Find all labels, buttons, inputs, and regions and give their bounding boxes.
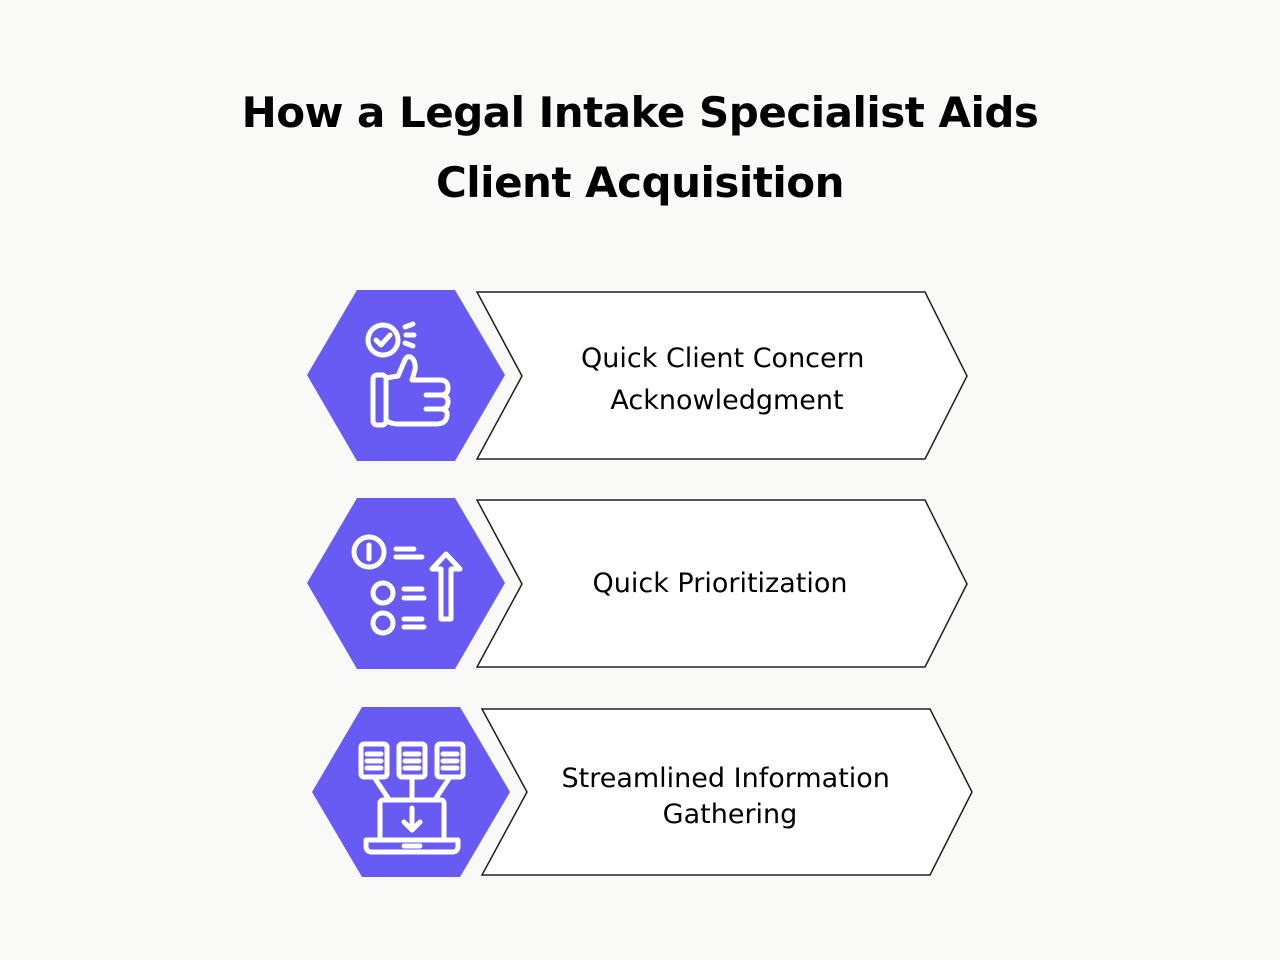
hexagon-1 xyxy=(307,290,505,461)
step-2-label-line-1: Quick Prioritization xyxy=(593,568,848,599)
step-2-label: Quick Prioritization xyxy=(593,568,848,599)
step-3: Streamlined Information Gathering xyxy=(312,707,973,877)
chevron-arrow-3 xyxy=(480,708,973,876)
documents-to-laptop-icon xyxy=(358,741,466,855)
step-2: Quick Prioritization xyxy=(307,498,968,669)
step-3-label-line-2: Gathering xyxy=(663,799,798,830)
chevron-arrow-1 xyxy=(475,291,968,460)
page-title-line-2: Client Acquisition xyxy=(435,158,845,207)
step-1-label-line-2: Acknowledgment xyxy=(610,385,843,416)
step-1-label-line-1: Quick Client Concern xyxy=(581,343,864,374)
step-3-label-line-1: Streamlined Information xyxy=(561,763,889,794)
priority-list-up-arrow-icon xyxy=(351,534,463,636)
hexagon-2 xyxy=(307,498,505,669)
step-1: Quick Client Concern Acknowledgment xyxy=(307,290,968,461)
chevron-arrow-2 xyxy=(475,499,968,668)
page-title-line-1: How a Legal Intake Specialist Aids xyxy=(241,88,1039,137)
step-3-label: Streamlined Information Gathering xyxy=(561,763,898,830)
step-1-label: Quick Client Concern Acknowledgment xyxy=(581,343,873,416)
thumbs-up-check-icon xyxy=(365,321,451,428)
